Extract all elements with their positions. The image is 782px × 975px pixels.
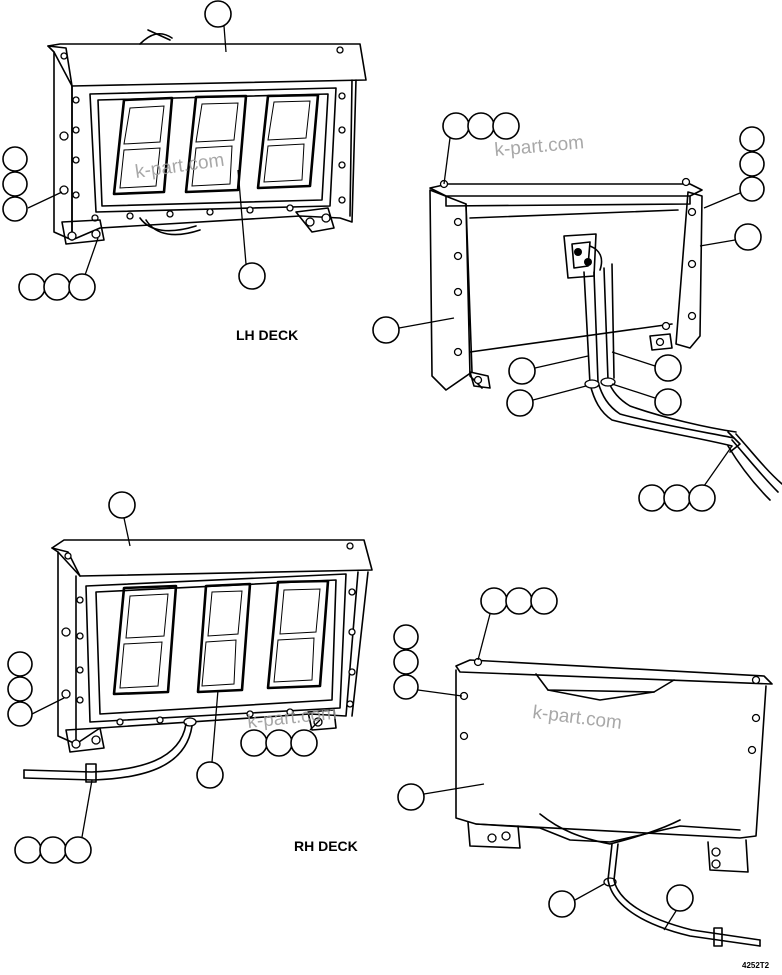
callout-top-rh-1	[480, 587, 508, 615]
callout-left-2	[2, 171, 28, 197]
callout-clamp-3	[688, 484, 716, 512]
callout-right-2	[739, 151, 765, 177]
callout-bracket-rh-3	[290, 729, 318, 757]
callout-left-rh-3	[7, 701, 33, 727]
callout-top-rh-3	[530, 587, 558, 615]
callout-display-rh	[196, 761, 224, 789]
rh-deck-label: RH DECK	[294, 838, 358, 854]
callout-bracket-rh-2	[265, 729, 293, 757]
callout-side-plate-left	[372, 316, 400, 344]
callout-left-1	[2, 146, 28, 172]
callout-hood	[204, 0, 232, 28]
callout-clamp-rh-1	[14, 836, 42, 864]
callout-bracket-3	[68, 273, 96, 301]
callout-grommet-2	[654, 388, 682, 416]
callout-clamp-2	[663, 484, 691, 512]
callout-top-rh-2	[505, 587, 533, 615]
callout-bracket-rh-1	[240, 729, 268, 757]
watermark: k-part.com	[531, 702, 623, 734]
callout-top-1	[442, 112, 470, 140]
lh-deck-front-view	[2, 0, 367, 301]
callout-harness-rh	[666, 884, 694, 912]
callout-cover	[397, 783, 425, 811]
callout-side-plate-right	[734, 223, 762, 251]
rh-deck-rear-view	[393, 587, 773, 947]
lh-deck-label: LH DECK	[236, 327, 298, 343]
callout-harness-1	[508, 357, 536, 385]
callout-right-3	[739, 176, 765, 202]
callout-display	[238, 262, 266, 290]
callout-top-3	[492, 112, 520, 140]
callout-left-rh-1	[7, 651, 33, 677]
callout-right-1	[739, 126, 765, 152]
callout-bracket-1	[18, 273, 46, 301]
callout-left-rh-2	[7, 676, 33, 702]
lh-deck-rear-view	[372, 112, 782, 512]
callout-grommet-1	[506, 389, 534, 417]
drawing-number: 4252T2	[742, 961, 770, 970]
callout-top-2	[467, 112, 495, 140]
callout-hood-rh	[108, 491, 136, 519]
callout-harness-2	[654, 354, 682, 382]
rh-deck-front-view	[7, 491, 373, 864]
callout-clamp-rh-3	[64, 836, 92, 864]
callout-left-rh-rear-3	[393, 674, 419, 700]
callout-clamp-1	[638, 484, 666, 512]
callout-left-rh-rear-2	[393, 649, 419, 675]
callout-left-rh-rear-1	[393, 624, 419, 650]
callout-grommet-rh	[548, 890, 576, 918]
callout-bracket-2	[43, 273, 71, 301]
watermark: k-part.com	[134, 150, 226, 183]
callout-left-3	[2, 196, 28, 222]
callout-clamp-rh-2	[39, 836, 67, 864]
